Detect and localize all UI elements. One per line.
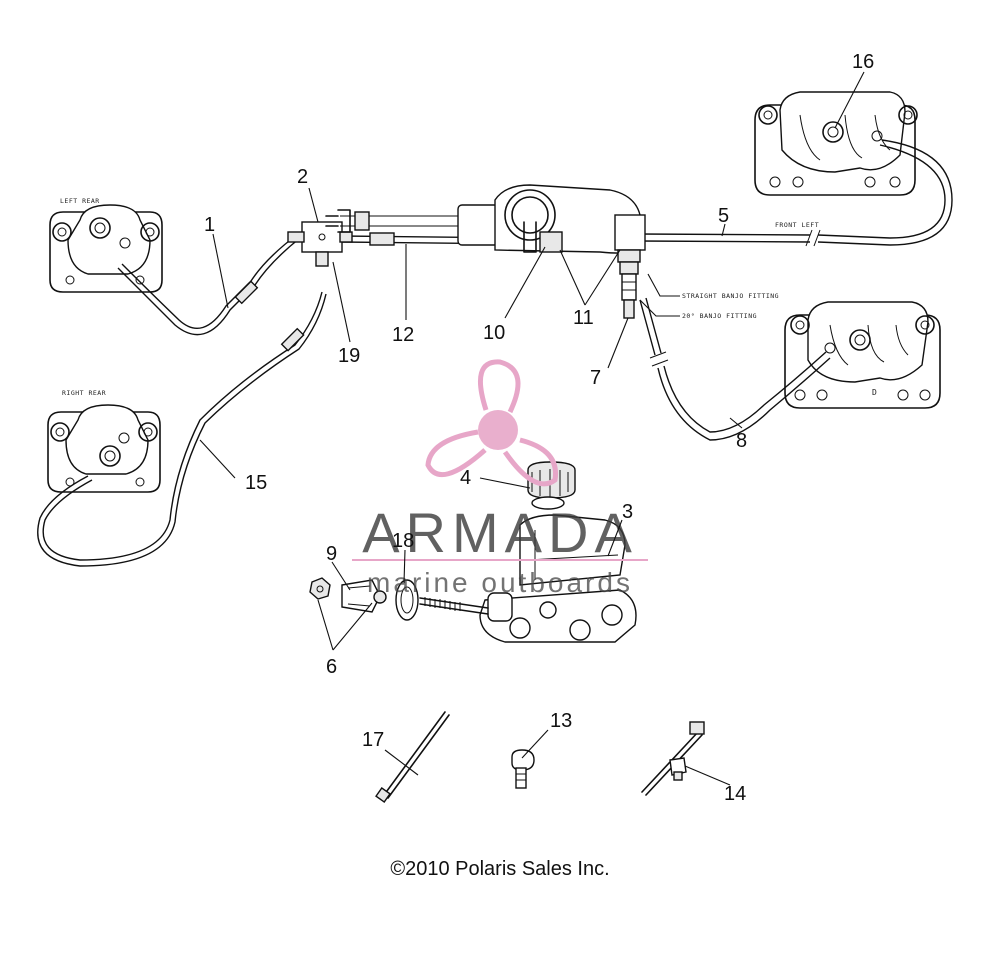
callout-14: 14: [724, 783, 746, 805]
note-front-left: FRONT LEFT: [775, 221, 819, 229]
push-rod: [419, 597, 489, 615]
banjo-fitting: [619, 261, 639, 319]
callout-12: 12: [392, 324, 414, 346]
callout-10: 10: [483, 322, 505, 344]
tie-mount: [641, 721, 705, 796]
callout-1: 1: [204, 214, 215, 236]
callout-6: 6: [326, 656, 337, 678]
callout-19: 19: [338, 345, 360, 367]
watermark-brand: ARMADA: [362, 501, 638, 564]
note-leader-straight: [647, 273, 680, 297]
leader-lines: [199, 71, 865, 786]
brake-line-8: [639, 297, 831, 441]
callout-3: 3: [622, 501, 633, 523]
boot: [395, 579, 419, 621]
note-banjo-20: 20° BANJO FITTING: [682, 312, 757, 320]
callout-5: 5: [718, 205, 729, 227]
note-right-rear: RIGHT REAR: [62, 389, 106, 397]
copyright-notice: ©2010 Polaris Sales Inc.: [390, 858, 610, 880]
note-leader-20: [639, 299, 680, 317]
callout-2: 2: [297, 166, 308, 188]
callout-7: 7: [590, 367, 601, 389]
master-cylinder-assembly: [325, 184, 646, 263]
watermark-tagline: marine outboards: [367, 567, 633, 598]
front-right-caliper: [784, 301, 941, 409]
caliper-mark: D: [872, 388, 877, 397]
propeller-hub: [478, 410, 518, 450]
nut: [309, 577, 331, 600]
callout-13: 13: [550, 710, 572, 732]
junction-block: [287, 221, 353, 267]
master-cylinder: [479, 514, 637, 643]
callout-9: 9: [326, 543, 337, 565]
callout-16: 16: [852, 51, 874, 73]
propeller-logo: [425, 359, 559, 487]
note-left-rear: LEFT REAR: [60, 197, 100, 205]
right-rear-caliper: [47, 404, 161, 493]
push-clip: [511, 749, 535, 789]
callout-18: 18: [392, 530, 414, 552]
callout-4: 4: [460, 467, 471, 489]
callout-15: 15: [245, 472, 267, 494]
note-straight-banjo: STRAIGHT BANJO FITTING: [682, 292, 779, 300]
brake-line-5: [637, 139, 953, 247]
cable-tie: [375, 711, 450, 803]
brake-line-15: [37, 291, 327, 567]
left-rear-caliper: [49, 204, 163, 293]
watermark: ARMADA marine outboards: [352, 359, 648, 598]
callout-17: 17: [362, 729, 384, 751]
callout-11: 11: [573, 307, 594, 329]
front-left-caliper: [754, 91, 918, 196]
callout-8: 8: [736, 430, 747, 452]
brake-line-1: [117, 233, 301, 336]
